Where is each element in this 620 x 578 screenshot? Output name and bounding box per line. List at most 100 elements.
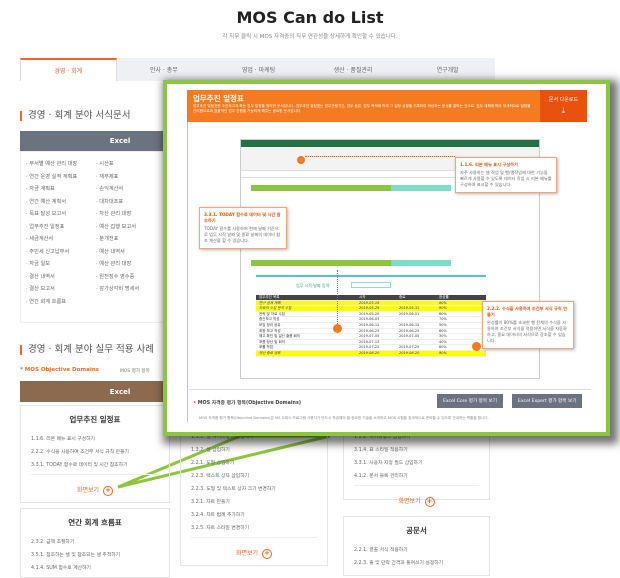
form-item[interactable]: · 예산 내역서 [96, 248, 125, 255]
case-card: 연간 회계 흐름표 2.3.2. 금액 조절하기 3.5.1. 참조하는 셀 및… [20, 508, 170, 578]
marker-dot [472, 342, 481, 351]
table-cell: 60% [439, 345, 447, 350]
form-item[interactable]: · 예산 관리 대장 [96, 261, 132, 267]
callout-pointer [117, 434, 331, 489]
domain-item: 1.3.1. 셀 하이퍼링크 삽입하기 [191, 435, 254, 440]
table-cell: 40% [439, 339, 447, 344]
table-cell: 전략 및 자료 수집 [259, 311, 285, 316]
tab-rnd[interactable]: 연구개발 [436, 67, 459, 74]
tab-production[interactable]: 생산 · 품질관리 [333, 67, 373, 74]
view-screen-button[interactable]: 화면보기+ [191, 537, 317, 559]
tab-accounting[interactable]: 경영 · 회계 [20, 58, 117, 81]
form-item[interactable]: · 감가상각비 명세서 [96, 286, 140, 292]
form-item[interactable]: · 연간 예산 계획서 [26, 198, 67, 205]
table-cell: 재고 확인 및 일신 출품 회의 [259, 334, 300, 339]
view-screen-button[interactable]: 화면보기+ [354, 485, 479, 507]
download-icon: ⤓ [561, 106, 566, 115]
page-title: MOS Can do List [236, 8, 384, 27]
domain-item: 3.2.5. 차트 스타일 변경하기 [191, 526, 250, 531]
form-item[interactable]: · 분개전표 [96, 236, 119, 242]
gantt-bar [251, 260, 391, 266]
table-cell: 2019-06-12 [359, 322, 380, 327]
column-header: 업무추진 목록 [259, 295, 280, 299]
card-title: 업무추진 일정표 [69, 415, 121, 424]
overlay-header: 업무추진 일정표 업무추진 일정표란 추진하고자 하는 업무 일정을 정리한 문… [187, 90, 587, 122]
table-cell: 2019-08-20 [359, 350, 380, 355]
table-cell: 50% [439, 322, 447, 327]
table-cell: 2019-07-13 [359, 339, 380, 344]
domain-item: 3.5.1. 참조하는 셀 및 참조되는 셀 추적하기 [31, 553, 121, 558]
case-card: 업무추진 일정표 1.1.6. 리본 메뉴 표시 구성하기 2.2.2. 수식을… [20, 405, 170, 503]
form-item[interactable]: · 자금 일보 [26, 261, 51, 267]
overlay-description: 업무추진 일정표란 추진하고자 하는 업무 일정을 정리한 문서입니다. 업무추… [193, 104, 531, 113]
form-item[interactable]: · 결산 보고서 [26, 286, 55, 292]
domains-label: * MOS Objective Domains [20, 367, 99, 373]
form-item[interactable]: · 원천징수 영수증 [96, 273, 135, 280]
table-cell: 중간보고 작성 [259, 317, 280, 322]
download-button[interactable]: 문서 다운로드⤓ [540, 90, 587, 122]
view-screen-button[interactable]: 화면보기+ [31, 474, 159, 496]
plus-circle-icon: + [424, 496, 435, 507]
form-item[interactable]: · 예산 집행 보고서 [96, 223, 137, 230]
table-cell: 2019-03-18 [359, 300, 380, 305]
view-label: 화면보기 [235, 550, 259, 557]
domain-item: 2.2.3. 줄 및 단락 간격과 들여쓰기 설정하기 [354, 561, 444, 566]
form-item[interactable]: · 자금 계획표 [26, 186, 55, 192]
form-item[interactable]: · 목표 달성 보고서 [26, 211, 67, 217]
plus-circle-icon: + [103, 485, 114, 496]
table-cell: 2019-07-05 [359, 334, 380, 339]
domain-item: 1.3.2. 셀 삽입하기 [191, 448, 230, 453]
table-cell: 2019-06-15 [399, 322, 420, 327]
formula-bar [241, 171, 539, 178]
form-item[interactable]: · 세금계산서 [26, 236, 54, 242]
table-cell: 2019-05-31 [399, 306, 420, 311]
form-item[interactable]: · 연간 운영 실적 계획표 [26, 173, 78, 180]
tab-sales[interactable]: 영업 · 마케팅 [241, 67, 276, 74]
domain-item: 3.3.1. 사용자 지정 필드 삽입하기 [354, 461, 423, 466]
form-item[interactable]: · 업무추진 일정표 [26, 223, 65, 230]
table-cell: 2019-05-20 [359, 311, 380, 316]
form-item[interactable]: · 재무제표 [96, 173, 119, 180]
form-item[interactable]: · 부서별 예산 관리 대장 [26, 161, 78, 167]
card-title: 연간 회계 흐름표 [68, 518, 122, 527]
domain-item: 1.1.6. 리본 메뉴 표시 구성하기 [31, 437, 95, 442]
domain-item: 3.2.4. 차트 범례 추가하기 [191, 513, 245, 518]
callout-title: 3.3.1. TODAY 함수로 데이터 및 시간 참조하기 [204, 212, 281, 223]
card-title: 공문서 [406, 526, 427, 535]
column-header: 종료 [399, 295, 406, 299]
divider [187, 389, 591, 390]
form-item[interactable]: · 자산 관리 대장 [96, 211, 132, 217]
form-item[interactable]: · 손익계산서 [96, 186, 124, 192]
column-header: 시작 [359, 295, 366, 299]
form-item[interactable]: · 대차대조표 [96, 198, 124, 205]
table-cell: 60% [439, 328, 447, 333]
form-item[interactable]: · 시산표 [96, 161, 114, 167]
excel-expert-button[interactable]: Excel Expert 평가 항목 보기 [512, 394, 583, 408]
domains-title-text: MOS 자격증 평가 항목(Objective Domains) [197, 401, 302, 406]
domain-item: 2.2.2. 수식을 사용하여 조건부 서식 규칙 만들기 [31, 450, 129, 455]
domains-title: • MOS 자격증 평가 항목(Objective Domains) [193, 401, 302, 406]
callout-title: 2.2.2. 수식을 사용하여 조건부 서식 규칙 만들기 [487, 306, 568, 317]
domains-description: MOS 자격증 평가 항목(Objective Domains)은 MS 오피스… [199, 416, 489, 420]
table-cell: 2019-07-05 [399, 334, 420, 339]
start-date-input[interactable] [351, 282, 391, 288]
form-item[interactable]: · 주민세 신고납부서 [26, 248, 70, 255]
divider [187, 122, 188, 422]
form-item[interactable]: · 결산 내역서 [26, 273, 55, 280]
domain-item: 4.1.4. SUM 함수로 계산하기 [31, 566, 91, 571]
gantt-bar [251, 185, 391, 191]
tab-hr[interactable]: 인사 · 총무 [149, 67, 178, 74]
case-card-middle: 1.3.1. 셀 하이퍼링크 삽입하기 1.3.2. 셀 삽입하기 2.2.1. 도… [180, 420, 328, 566]
excel-core-button[interactable]: Excel Core 평가 항목 보기 [437, 394, 503, 408]
domain-item: 2.2.3. 도형 및 텍스트 상자 크기 변경하기 [191, 487, 276, 492]
form-item[interactable]: · 연간 회계 흐름표 [26, 298, 67, 305]
start-date-label: 업무 시작 날짜 입력: [296, 283, 331, 288]
domain-item: 3.3.1. TODAY 함수로 데이터 및 시간 참조하기 [31, 463, 128, 468]
domain-item: 2.2.1. 도형 삽입하기 [191, 461, 235, 466]
